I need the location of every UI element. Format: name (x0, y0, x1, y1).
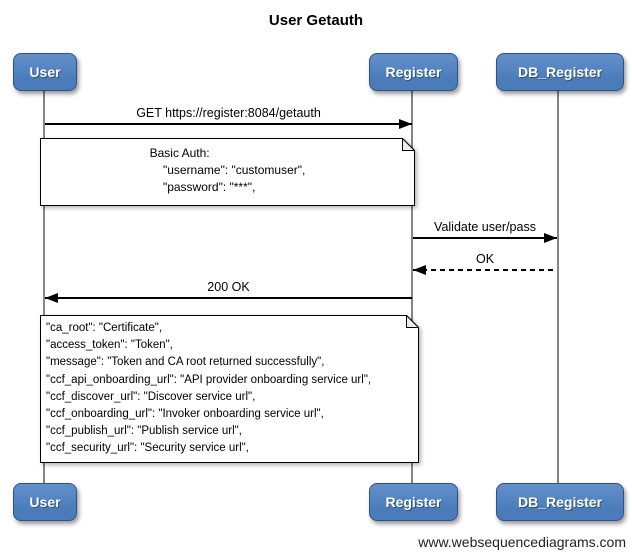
note-token-response: "ca_root": "Certificate", "access_token"… (40, 315, 419, 463)
actor-box-db-register-bottom: DB_Register (496, 483, 624, 521)
message-label: Validate user/pass (434, 220, 536, 234)
arrowhead-left-icon (45, 293, 58, 303)
message-ok-reply: OK (413, 252, 557, 275)
actor-box-register-top: Register (369, 53, 458, 91)
note-shape (40, 315, 419, 463)
watermark: www.websequencediagrams.com (418, 534, 626, 550)
actor-box-user-top: User (13, 53, 77, 91)
message-200-ok: 200 OK (45, 280, 412, 303)
actor-label: DB_Register (517, 494, 603, 510)
note-shape (40, 138, 415, 206)
arrowhead-left-icon (413, 265, 426, 275)
actor-label: User (29, 64, 61, 80)
actor-label: User (29, 494, 61, 510)
lifeline-user (43, 90, 45, 484)
message-label: 200 OK (207, 280, 250, 294)
message-validate-user-pass: Validate user/pass (413, 220, 557, 243)
lifeline-db-register (557, 90, 559, 484)
note-text: "ca_root": "Certificate", "access_token"… (46, 322, 372, 455)
note-text: Basic Auth: "username": "customuser", "p… (149, 146, 306, 194)
arrow-line-dashed (413, 265, 557, 275)
lifeline-register (411, 90, 413, 484)
diagram-title: User Getauth (268, 12, 364, 29)
actor-label: DB_Register (517, 64, 603, 80)
arrow-line (45, 293, 412, 303)
actor-box-db-register-top: DB_Register (496, 53, 624, 91)
message-get-getauth: GET https://register:8084/getauth (45, 106, 412, 129)
arrow-line (45, 119, 412, 129)
message-label: OK (475, 252, 495, 266)
actor-box-user-bottom: User (13, 483, 77, 521)
message-label: GET https://register:8084/getauth (136, 106, 321, 120)
arrowhead-right-icon (544, 233, 557, 243)
note-basic-auth: Basic Auth: "username": "customuser", "p… (40, 138, 415, 206)
actor-label: Register (385, 494, 442, 510)
actor-label: Register (385, 64, 442, 80)
arrow-line (413, 233, 557, 243)
arrowhead-right-icon (399, 119, 412, 129)
actor-box-register-bottom: Register (369, 483, 458, 521)
